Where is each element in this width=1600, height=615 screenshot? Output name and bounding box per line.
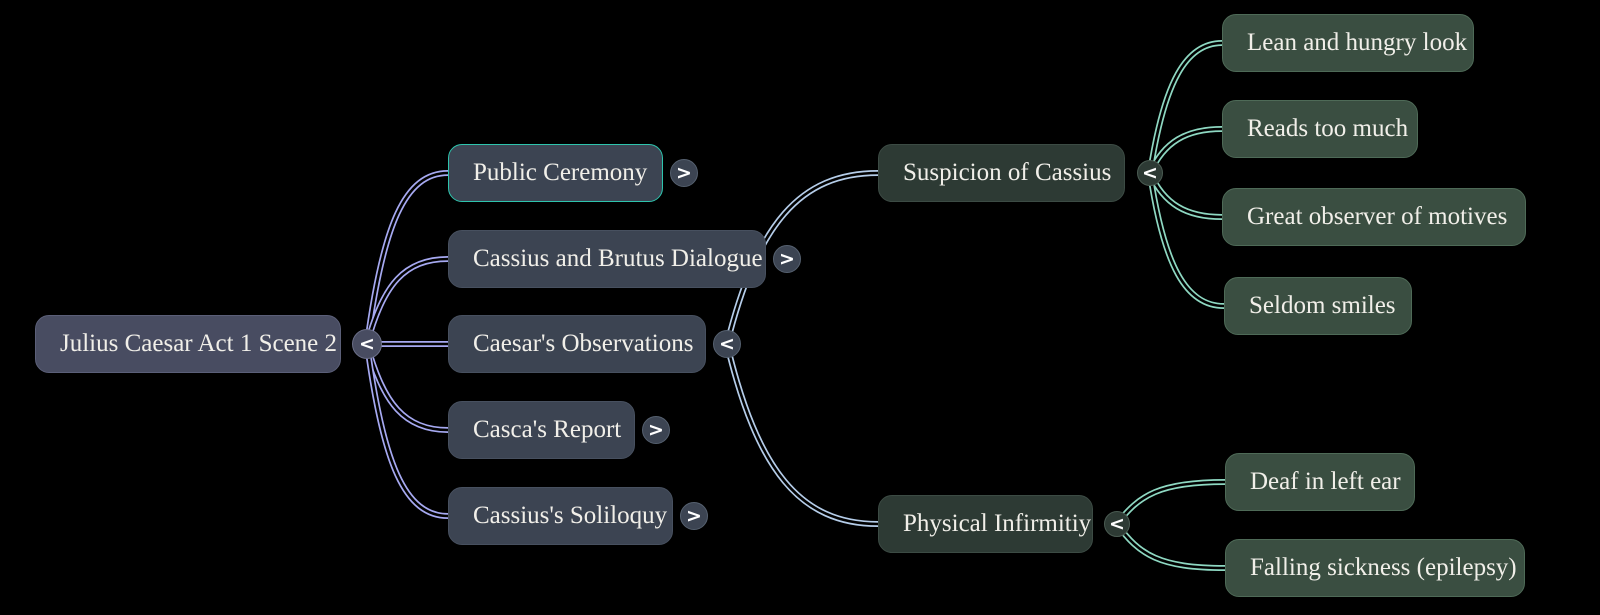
node-label: Lean and hungry look <box>1247 29 1468 56</box>
link-root-public-ceremony <box>364 170 451 347</box>
chevron-left-icon: < <box>359 332 375 355</box>
node-great-observer-of-motives[interactable]: Great observer of motives <box>1222 188 1526 246</box>
node-label: Casca's Report <box>473 416 622 443</box>
node-label: Cassius's Soliloquy <box>473 502 668 529</box>
node-label: Caesar's Observations <box>473 330 694 357</box>
node-label: Seldom smiles <box>1249 292 1396 319</box>
link-root-cascas-report <box>364 341 451 433</box>
node-toggle-suspicion-of-cassius[interactable]: < <box>1137 160 1163 186</box>
node-caesars-observations[interactable]: Caesar's Observations <box>448 315 706 373</box>
node-suspicion-of-cassius[interactable]: Suspicion of Cassius <box>878 144 1125 202</box>
link-root-cassius-brutus-dialogue <box>364 256 451 347</box>
node-seldom-smiles[interactable]: Seldom smiles <box>1224 277 1412 335</box>
node-reads-too-much[interactable]: Reads too much <box>1222 100 1418 158</box>
node-toggle-caesars-observations[interactable]: < <box>713 330 741 358</box>
node-julius-caesar-act-1-scene-2[interactable]: Julius Caesar Act 1 Scene 2 <box>35 315 341 373</box>
node-cassius-and-brutus-dialogue[interactable]: Cassius and Brutus Dialogue <box>448 230 766 288</box>
node-cascas-report[interactable]: Casca's Report <box>448 401 635 459</box>
node-label: Cassius and Brutus Dialogue <box>473 245 763 272</box>
link-physical-falling-sickness <box>1114 521 1228 571</box>
link-root-cassiuss-soliloquy <box>364 341 451 519</box>
node-toggle-cassius-and-brutus-dialogue[interactable]: > <box>773 245 801 273</box>
chevron-right-icon: > <box>686 504 702 527</box>
node-toggle-physical-infirmity[interactable]: < <box>1104 511 1130 537</box>
node-toggle-cascas-report[interactable]: > <box>642 416 670 444</box>
node-deaf-in-left-ear[interactable]: Deaf in left ear <box>1225 453 1415 511</box>
chevron-left-icon: < <box>1142 161 1158 184</box>
node-physical-infirmity[interactable]: Physical Infirmitiy <box>878 495 1093 553</box>
chevron-left-icon: < <box>719 332 735 355</box>
node-label: Julius Caesar Act 1 Scene 2 <box>60 330 338 357</box>
node-public-ceremony[interactable]: Public Ceremony <box>448 144 663 202</box>
node-falling-sickness-epilepsy[interactable]: Falling sickness (epilepsy) <box>1225 539 1525 597</box>
node-lean-and-hungry-look[interactable]: Lean and hungry look <box>1222 14 1474 72</box>
link-suspicion-lean-hungry <box>1147 40 1225 176</box>
node-toggle-root[interactable]: < <box>352 329 382 359</box>
node-toggle-public-ceremony[interactable]: > <box>670 159 698 187</box>
node-label: Great observer of motives <box>1247 203 1508 230</box>
node-label: Public Ceremony <box>473 159 648 186</box>
node-toggle-cassiuss-soliloquy[interactable]: > <box>680 502 708 530</box>
chevron-right-icon: > <box>648 418 664 441</box>
node-cassiuss-soliloquy[interactable]: Cassius's Soliloquy <box>448 487 673 545</box>
chevron-right-icon: > <box>779 247 795 270</box>
link-physical-deaf-left-ear <box>1114 479 1228 527</box>
node-label: Reads too much <box>1247 115 1409 142</box>
chevron-left-icon: < <box>1109 512 1125 535</box>
link-suspicion-seldom-smiles <box>1147 170 1227 309</box>
link-observations-physical-infirmity <box>724 341 881 527</box>
node-label: Deaf in left ear <box>1250 468 1401 495</box>
chevron-right-icon: > <box>676 161 692 184</box>
node-label: Physical Infirmitiy <box>903 510 1092 537</box>
node-label: Falling sickness (epilepsy) <box>1250 554 1517 581</box>
node-label: Suspicion of Cassius <box>903 159 1112 186</box>
